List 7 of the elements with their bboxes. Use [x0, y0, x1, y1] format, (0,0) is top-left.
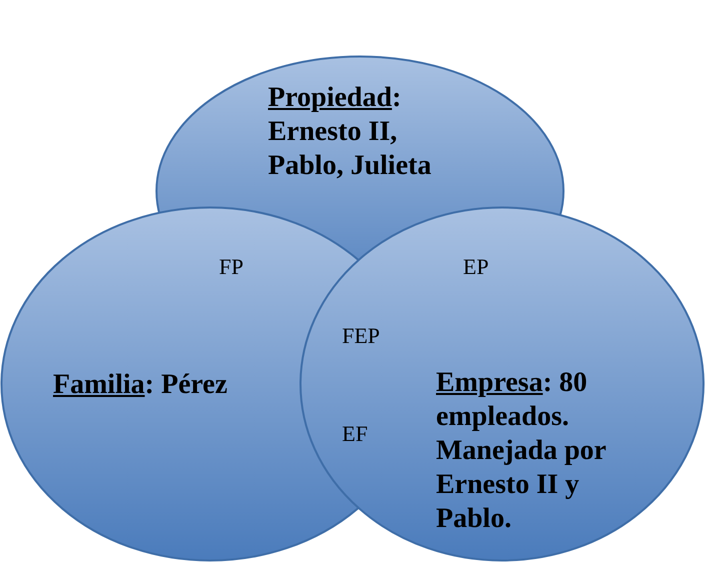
region-label: FEP — [342, 323, 380, 349]
region-label: EF — [342, 421, 368, 447]
circle-label: Empresa: 80 empleados. Manejada por Ernesto II y Pablo. — [436, 366, 607, 536]
circle-label: Familia: Pérez — [53, 368, 228, 402]
circle-label: Propiedad: Ernesto II, Pablo, Julieta — [268, 81, 432, 183]
region-label: FP — [219, 254, 244, 280]
region-label: EP — [463, 254, 489, 280]
